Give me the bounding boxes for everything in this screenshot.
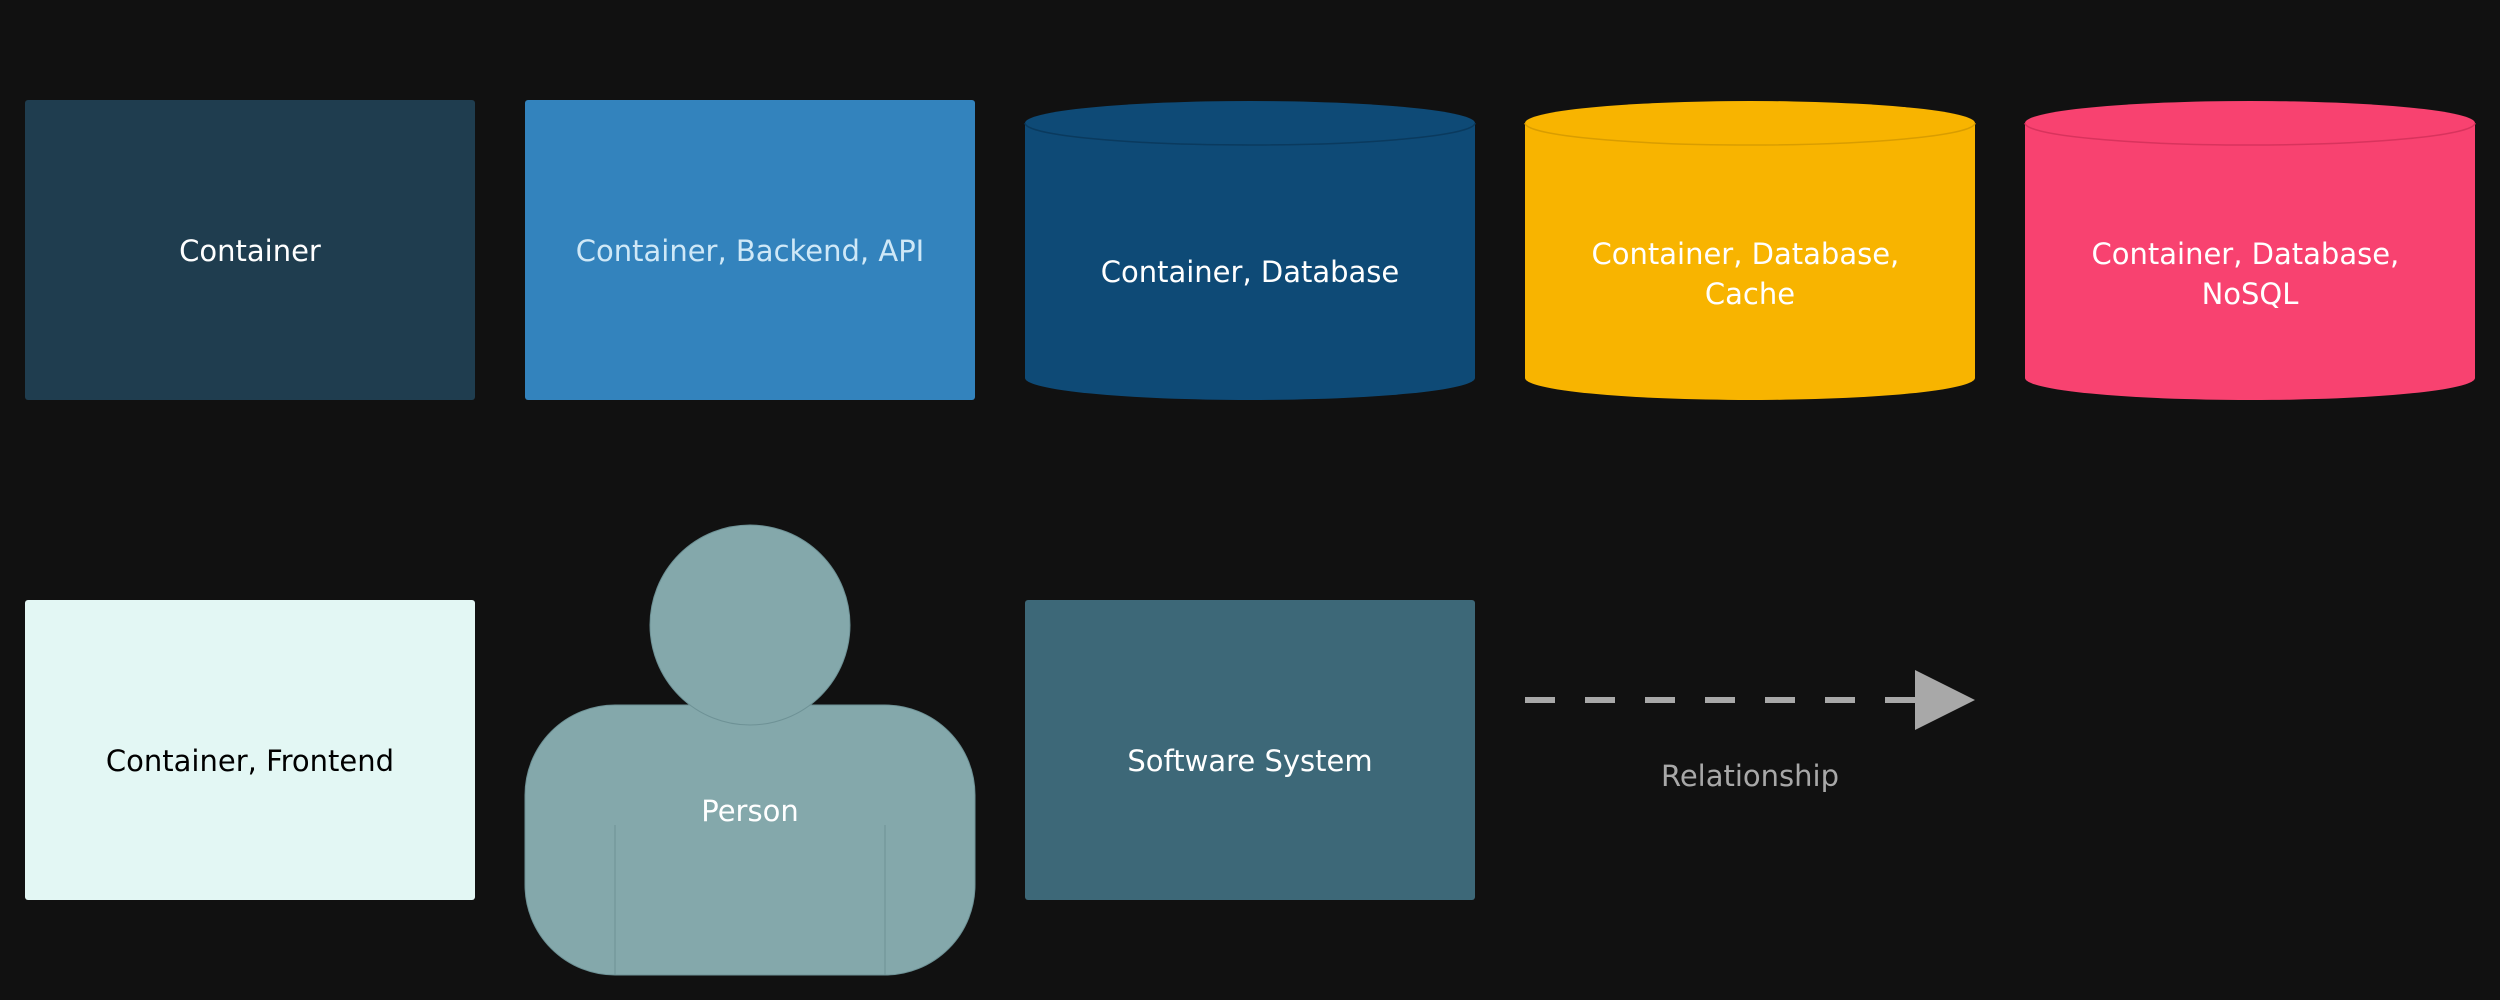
database-shape bbox=[1025, 101, 1475, 400]
backend-api-shape bbox=[525, 100, 975, 400]
relationship-edge[interactable]: Relationship bbox=[1525, 670, 1975, 793]
database-rim bbox=[1024, 122, 1476, 146]
person-node[interactable]: Person bbox=[524, 524, 976, 976]
relationship-arrowhead bbox=[1915, 670, 1975, 730]
person-head-shape bbox=[649, 524, 851, 726]
nosql-node[interactable]: Container, Database, NoSQL bbox=[2024, 101, 2476, 400]
nosql-rim bbox=[2024, 122, 2476, 146]
container-node[interactable]: Container bbox=[25, 100, 475, 400]
cache-label-line1: Container, Database, bbox=[1592, 237, 1900, 271]
cache-shape bbox=[1525, 101, 1975, 400]
relationship-label: Relationship bbox=[1661, 759, 1839, 793]
software-system-node[interactable]: Software System bbox=[1025, 600, 1475, 900]
database-node[interactable]: Container, Database bbox=[1024, 101, 1476, 400]
frontend-node[interactable]: Container, Frontend bbox=[25, 600, 475, 900]
person-body-shape bbox=[524, 704, 976, 976]
container-shape bbox=[25, 100, 475, 400]
nosql-label-line1: Container, Database, bbox=[2092, 237, 2400, 271]
container-label: Container bbox=[179, 234, 321, 268]
database-label: Container, Database bbox=[1101, 255, 1400, 289]
frontend-label: Container, Frontend bbox=[106, 744, 394, 778]
cache-label: Container, Database, Cache bbox=[1592, 237, 1909, 311]
nosql-label-line2: NoSQL bbox=[2202, 277, 2299, 311]
cache-node[interactable]: Container, Database, Cache bbox=[1524, 101, 1976, 400]
nosql-label: Container, Database, NoSQL bbox=[2092, 237, 2409, 311]
frontend-shape bbox=[25, 600, 475, 900]
cache-rim bbox=[1524, 122, 1976, 146]
cache-label-line2: Cache bbox=[1705, 277, 1795, 311]
software-system-label: Software System bbox=[1127, 744, 1372, 778]
backend-api-node[interactable]: Container, Backend, API bbox=[525, 100, 975, 400]
person-label: Person bbox=[701, 794, 798, 828]
backend-api-label: Container, Backend, API bbox=[576, 234, 924, 268]
nosql-shape bbox=[2025, 101, 2475, 400]
software-system-shape bbox=[1025, 600, 1475, 900]
